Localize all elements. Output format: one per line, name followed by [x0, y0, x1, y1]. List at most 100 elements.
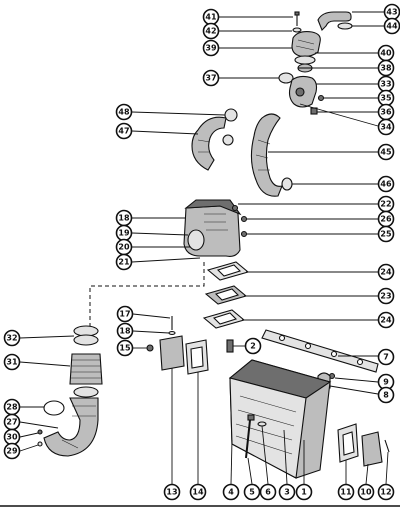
callout-18a: 18	[115, 209, 186, 227]
part-13-plate	[159, 335, 185, 371]
part-24-gasket-lower	[202, 309, 246, 329]
part-26-plug	[240, 215, 248, 223]
part-27-elbow	[43, 397, 99, 457]
part-22-plug	[231, 204, 239, 212]
callout-label: 40	[380, 49, 392, 58]
callout-label: 5	[249, 488, 255, 497]
callout-label: 18	[118, 214, 130, 223]
part-35-plug	[317, 94, 325, 102]
part-44-clip	[337, 22, 353, 30]
callout-11: 11	[337, 460, 355, 501]
part-33-housing	[288, 75, 318, 108]
callout-33: 33	[316, 75, 395, 93]
callout-46: 46	[292, 175, 395, 193]
callout-label: 39	[205, 44, 217, 53]
callout-label: 41	[205, 13, 217, 22]
callout-label: 32	[6, 334, 17, 343]
callout-38: 38	[312, 59, 395, 77]
callout-8: 8	[329, 385, 395, 404]
part-43-tube	[317, 11, 352, 31]
callout-label: 18	[119, 327, 131, 336]
callout-30: 30	[3, 428, 39, 446]
part-47-elbow-hose	[191, 116, 234, 171]
callout-14: 14	[189, 372, 207, 501]
part-39-housing	[291, 31, 321, 58]
callout-32: 32	[3, 329, 75, 347]
callout-label: 25	[380, 230, 392, 239]
callout-44: 44	[352, 17, 400, 35]
callout-label: 19	[118, 229, 130, 238]
part-2-plug	[226, 339, 234, 353]
callout-34: 34	[299, 103, 395, 136]
part-30-screw	[37, 429, 43, 435]
part-14-gasket	[185, 339, 209, 375]
part-10-plate	[361, 431, 383, 467]
callout-21: 21	[115, 253, 201, 271]
callout-label: 12	[380, 488, 391, 497]
callout-label: 6	[265, 488, 271, 497]
callout-4: 4	[222, 439, 240, 501]
part-41-screw	[294, 11, 300, 26]
callout-label: 37	[205, 74, 216, 83]
callout-label: 7	[383, 353, 389, 362]
callout-label: 44	[386, 22, 398, 31]
callout-label: 14	[192, 488, 204, 497]
part-40-gasket	[294, 55, 316, 65]
callout-label: 33	[380, 80, 391, 89]
callout-label: 31	[6, 358, 18, 367]
part-48-clamp	[224, 108, 238, 122]
part-29-washer	[37, 441, 43, 447]
callout-label: 23	[380, 292, 391, 301]
part-23-spacer	[204, 285, 248, 305]
callout-label: 30	[6, 433, 18, 442]
callout-45: 45	[268, 143, 395, 161]
callout-label: 46	[380, 180, 392, 189]
callout-47: 47	[115, 122, 199, 140]
callout-label: 22	[380, 200, 391, 209]
part-45-hose	[250, 113, 283, 197]
callout-39: 39	[202, 39, 292, 57]
callout-label: 48	[118, 108, 130, 117]
callout-label: 45	[380, 148, 392, 157]
callout-label: 20	[118, 243, 130, 252]
part-46-clamp	[281, 177, 293, 191]
callout-label: 21	[118, 258, 130, 267]
callout-label: 35	[380, 94, 392, 103]
callout-10: 10	[357, 463, 375, 501]
part-25-plug	[240, 230, 248, 238]
part-6-washer	[257, 421, 267, 427]
callout-3: 3	[278, 429, 296, 501]
callout-13: 13	[163, 368, 181, 501]
part-28-disc	[43, 400, 65, 416]
callout-label: 28	[6, 403, 18, 412]
callout-1: 1	[295, 440, 313, 501]
callout-2: 2	[233, 337, 262, 355]
callout-25: 25	[247, 225, 395, 243]
callout-label: 17	[119, 310, 130, 319]
callout-label: 26	[380, 215, 392, 224]
callout-label: 43	[386, 8, 397, 17]
callout-28: 28	[3, 398, 44, 416]
part-42-washer	[292, 27, 302, 33]
callout-17: 17	[116, 305, 171, 323]
callout-24b: 24	[242, 311, 395, 329]
callout-19: 19	[115, 224, 189, 242]
callout-label: 1	[301, 488, 307, 497]
callout-27: 27	[3, 413, 59, 431]
callout-label: 9	[383, 378, 389, 387]
callout-label: 15	[119, 344, 131, 353]
callout-label: 38	[380, 64, 392, 73]
callout-label: 36	[380, 108, 392, 117]
callout-6: 6	[259, 425, 277, 501]
part-37-gasket	[278, 72, 294, 84]
callout-18b: 18	[116, 322, 170, 340]
part-31-bellows	[69, 353, 103, 398]
part-18-elbow	[183, 199, 242, 257]
callout-35: 35	[324, 89, 395, 107]
callout-43: 43	[352, 3, 400, 21]
callout-label: 29	[6, 447, 18, 456]
callout-label: 27	[6, 418, 17, 427]
callout-label: 3	[284, 488, 290, 497]
